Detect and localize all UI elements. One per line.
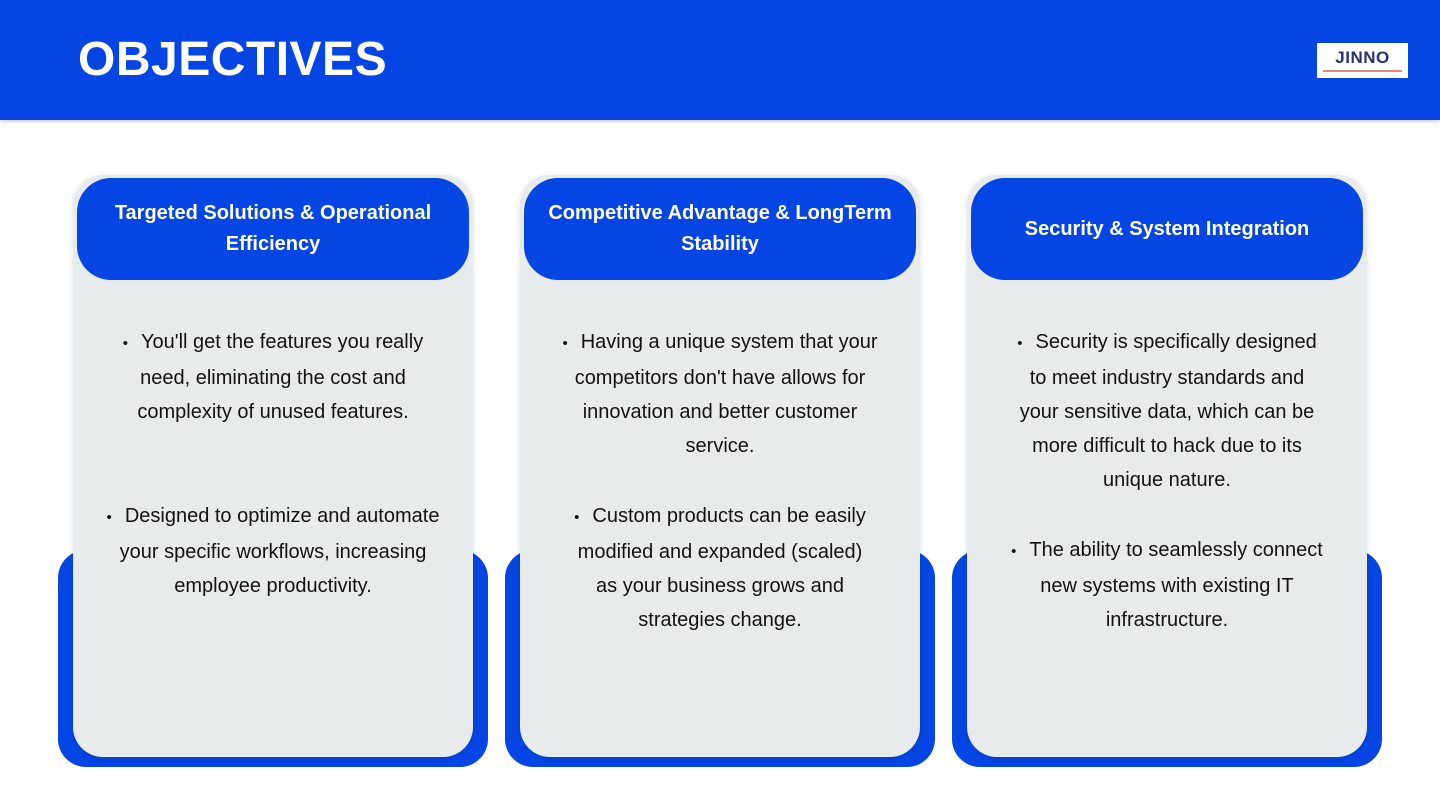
bullet-line: employee productivity.: [174, 575, 372, 597]
bullet-line: • The ability to seamlessly connect: [993, 533, 1341, 569]
bullet-line: • You'll get the features you really: [99, 325, 447, 361]
bullet-line: your sensitive data, which can be: [1019, 401, 1315, 423]
bullet-line: • Security is specifically designed: [993, 325, 1341, 361]
card-body: • Security is specifically designed to me…: [967, 280, 1367, 637]
bullet-marker: •: [1017, 335, 1023, 352]
list-item: • The ability to seamlessly connect new s…: [993, 533, 1341, 637]
bullet-line: innovation and better customer: [582, 401, 858, 423]
bullet-text: Security is specifically designed: [1035, 331, 1317, 353]
page-title: OBJECTIVES: [78, 33, 388, 86]
bullet-marker: •: [106, 509, 112, 526]
bullet-line: your specific workflows, increasing: [119, 541, 427, 563]
bullet-line: as your business grows and: [596, 575, 844, 597]
bullet-marker: •: [574, 509, 580, 526]
bullet-marker: •: [562, 335, 568, 352]
bullet-line: to meet industry standards and: [1029, 367, 1305, 389]
bullet-line: competitors don't have allows for: [574, 367, 866, 389]
list-item: • Having a unique system that your compet…: [546, 325, 894, 463]
bullet-line: unique nature.: [1103, 469, 1231, 491]
card-title-pill: Security & System Integration: [971, 178, 1363, 280]
bullet-line: service.: [685, 435, 755, 457]
bullet-text: The ability to seamlessly connect: [1029, 539, 1323, 561]
bullet-line: • Designed to optimize and automate: [99, 499, 447, 535]
bullet-text: Custom products can be easily: [592, 505, 866, 527]
list-item: • Custom products can be easily modified …: [546, 499, 894, 637]
card-security-integration: Security & System Integration • Security …: [952, 175, 1382, 767]
card-body: • Having a unique system that your compet…: [520, 280, 920, 637]
card-title: Security & System Integration: [1024, 217, 1310, 240]
card-title: Targeted Solutions & Operational Efficie…: [114, 202, 432, 255]
bullet-text: Designed to optimize and automate: [124, 505, 440, 527]
card-title-pill: Targeted Solutions & Operational Efficie…: [77, 178, 469, 280]
card-title: Competitive Advantage & LongTerm Stabili…: [548, 202, 892, 255]
bullet-line: infrastructure.: [1105, 609, 1229, 631]
list-item: • Security is specifically designed to me…: [993, 325, 1341, 497]
bullet-line: new systems with existing IT: [1040, 575, 1294, 597]
card-targeted-solutions: Targeted Solutions & Operational Efficie…: [58, 175, 488, 767]
card-title-pill: Competitive Advantage & LongTerm Stabili…: [524, 178, 916, 280]
bullet-text: You'll get the features you really: [141, 331, 424, 353]
bullet-line: • Custom products can be easily: [546, 499, 894, 535]
bullet-line: need, eliminating the cost and: [140, 367, 406, 389]
bullet-text: Having a unique system that your: [580, 331, 878, 353]
list-item: • You'll get the features you really need…: [99, 325, 447, 429]
jinno-logo-text: JINNO: [1335, 47, 1390, 67]
bullet-line: complexity of unused features.: [137, 401, 409, 423]
card-competitive-advantage: Competitive Advantage & LongTerm Stabili…: [505, 175, 935, 767]
list-item: • Designed to optimize and automate your …: [99, 499, 447, 603]
bullet-marker: •: [1011, 543, 1017, 560]
bullet-line: strategies change.: [638, 609, 802, 631]
jinno-logo-underline: [1323, 70, 1402, 72]
card-body: • You'll get the features you really need…: [73, 280, 473, 603]
bullet-marker: •: [122, 335, 129, 352]
header-band: OBJECTIVES JINNO: [0, 0, 1440, 120]
bullet-line: • Having a unique system that your: [546, 325, 894, 361]
jinno-logo: JINNO: [1317, 43, 1408, 78]
bullet-line: modified and expanded (scaled): [577, 541, 863, 563]
bullet-line: more difficult to hack due to its: [1032, 435, 1302, 457]
